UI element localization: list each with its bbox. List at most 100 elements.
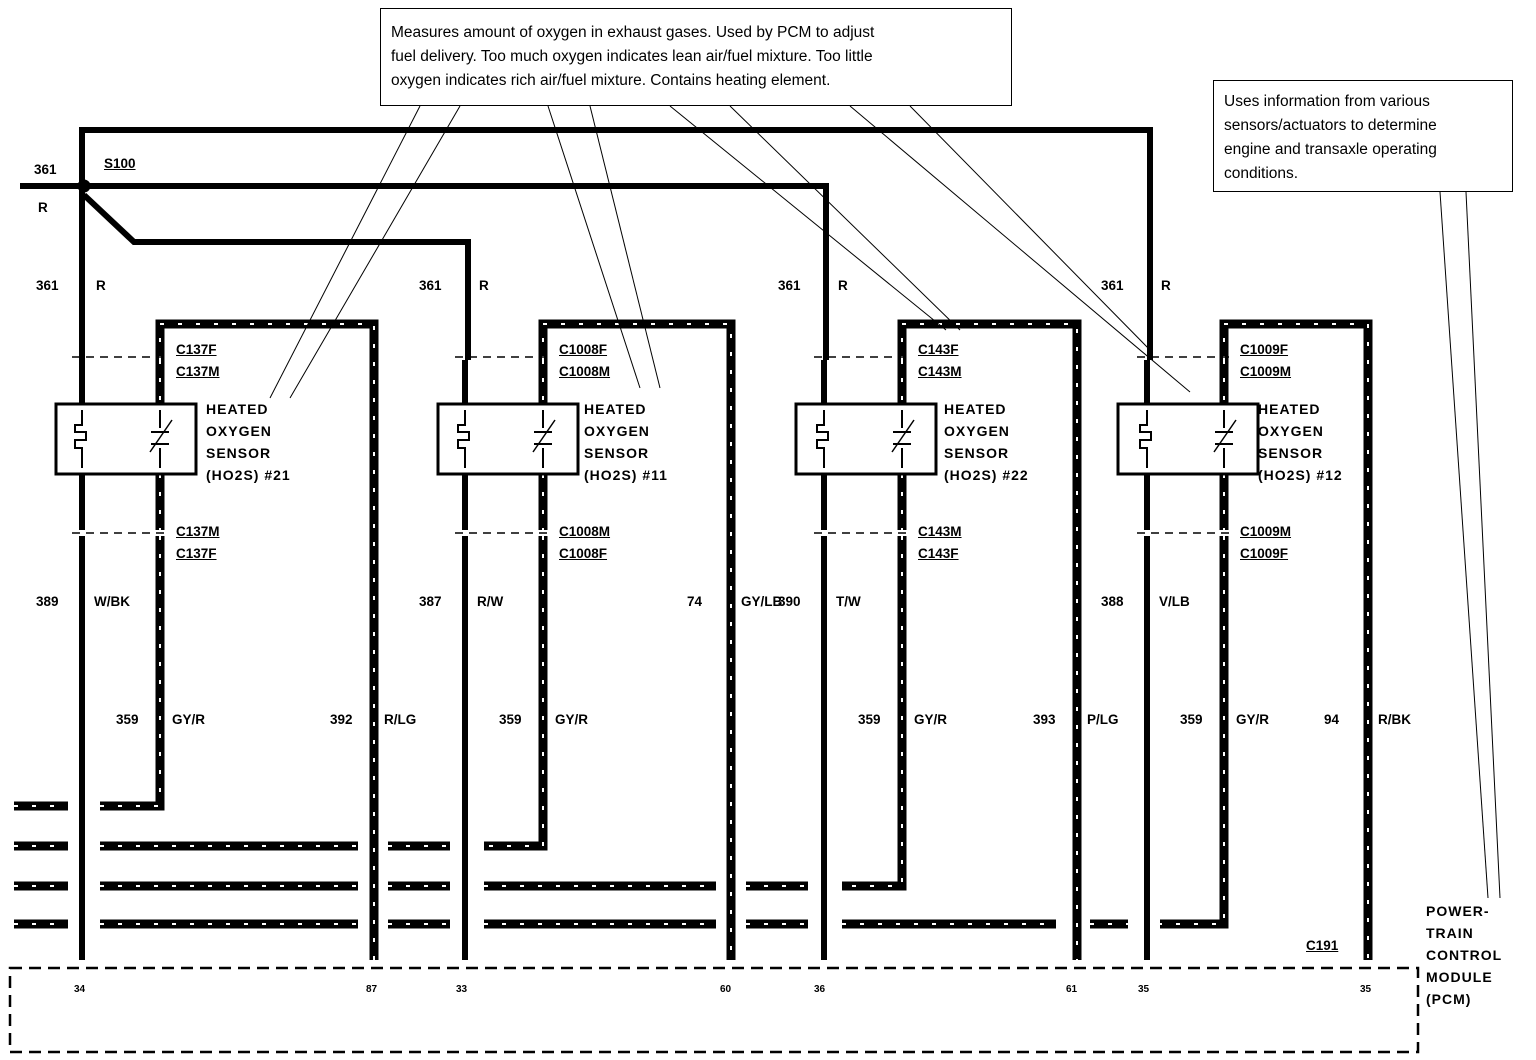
sensing-arrow-2 <box>891 419 915 453</box>
wire-gnd-0 <box>100 536 165 811</box>
gnd-color-0: GY/R <box>172 712 206 727</box>
connector-upper-m-1: C1008M <box>559 364 611 379</box>
wires <box>14 127 1373 960</box>
connector-lower-f-2: C143F <box>918 546 959 561</box>
sensing-arrow-0 <box>149 419 173 453</box>
connector-lower-m-3: C1009M <box>1240 524 1292 539</box>
callout-leader-2 <box>547 105 641 389</box>
ret-color-1: GY/LB <box>741 594 783 609</box>
heater-element-icon-0 <box>74 410 87 468</box>
gnd-color-1: GY/R <box>555 712 589 727</box>
connector-lower-f-0: C137F <box>176 546 217 561</box>
callout-leader-1 <box>289 105 461 399</box>
callout-leader-8 <box>1439 191 1489 899</box>
pcm-pin: 35 <box>1138 984 1150 995</box>
feed-circuit-3: 361 <box>1101 278 1124 293</box>
wire-return-2-stripe <box>901 323 1078 960</box>
sensor-name-line: OXYGEN <box>1258 423 1324 439</box>
connector-upper-m-2: C143M <box>918 364 962 379</box>
note-line: oxygen indicates rich air/fuel mixture. … <box>391 72 831 89</box>
sensor-name-1: HEATED OXYGEN SENSOR (HO2S) #11 <box>584 398 668 486</box>
gnd-circuit-1: 359 <box>499 712 522 727</box>
feed-circuit-2: 361 <box>778 278 801 293</box>
ret-circuit-3: 94 <box>1324 712 1340 727</box>
sensor-name-line: (HO2S) #21 <box>206 467 291 483</box>
pcm-description-note: Uses information from various sensors/ac… <box>1213 80 1513 192</box>
connector-lower-m-2: C143M <box>918 524 962 539</box>
wire-gnd-1 <box>484 536 548 851</box>
wire-feed-outer <box>79 127 1153 360</box>
wire-feed-middle <box>20 183 829 360</box>
pcm-pin: 35 <box>1360 984 1372 995</box>
sensor-name-line: (HO2S) #22 <box>944 467 1029 483</box>
sensor-symbols <box>54 402 1260 476</box>
callout-leaders <box>269 105 1501 899</box>
splice-dot <box>77 179 91 193</box>
ret-circuit-0: 392 <box>330 712 353 727</box>
pcm-pin: 34 <box>74 984 86 995</box>
wire-gnd-2 <box>842 536 907 891</box>
splice-color: R <box>38 200 48 215</box>
heater-element-icon-2 <box>816 410 829 468</box>
feed-circuit-1: 361 <box>419 278 442 293</box>
sig-color-0: W/BK <box>94 594 130 609</box>
connector-lower-m-0: C137M <box>176 524 220 539</box>
callout-leader-4 <box>669 105 947 331</box>
connector-lower-f-3: C1009F <box>1240 546 1289 561</box>
pcm-pin: 36 <box>814 984 826 995</box>
sensor-box-1 <box>436 402 580 476</box>
sig-circuit-2: 390 <box>778 594 801 609</box>
note-line: sensors/actuators to determine <box>1224 117 1437 134</box>
sensor-name-line: OXYGEN <box>944 423 1010 439</box>
sensor-name-line: OXYGEN <box>584 423 650 439</box>
wire-gnd-1-stripe <box>484 536 544 847</box>
sensor-name-line: HEATED <box>206 401 269 417</box>
sensor-name-line: SENSOR <box>206 445 272 461</box>
callout-leader-5 <box>729 105 961 331</box>
ret-color-3: R/BK <box>1378 712 1411 727</box>
feed-color-1: R <box>479 278 489 293</box>
feed-circuit-0: 361 <box>36 278 59 293</box>
pcm-pin: 61 <box>1066 984 1078 995</box>
heater-element-icon-3 <box>1139 410 1152 468</box>
connector-lower-m-1: C1008M <box>559 524 611 539</box>
sig-color-1: R/W <box>477 594 504 609</box>
gnd-circuit-0: 359 <box>116 712 139 727</box>
note-line: Uses information from various <box>1224 93 1430 110</box>
sensing-arrow-3 <box>1213 419 1237 453</box>
sensor-name-line: SENSOR <box>584 445 650 461</box>
callout-leader-6 <box>849 105 1191 393</box>
sig-color-2: T/W <box>836 594 861 609</box>
gnd-circuit-3: 359 <box>1180 712 1203 727</box>
gnd-color-2: GY/R <box>914 712 948 727</box>
sensor-name-line: SENSOR <box>1258 445 1324 461</box>
feed-color-2: R <box>838 278 848 293</box>
connector-upper-m-0: C137M <box>176 364 220 379</box>
sig-circuit-3: 388 <box>1101 594 1124 609</box>
heater-element-icon-1 <box>457 410 470 468</box>
note-line: conditions. <box>1224 165 1299 182</box>
sensor-name-line: HEATED <box>584 401 647 417</box>
callout-leader-3 <box>589 105 661 389</box>
callout-leader-9 <box>1465 191 1501 899</box>
ret-circuit-2: 393 <box>1033 712 1056 727</box>
gnd-circuit-2: 359 <box>858 712 881 727</box>
pcm-box <box>8 966 1420 1054</box>
sensor-name-line: (HO2S) #11 <box>584 467 668 483</box>
connector-lower-f-1: C1008F <box>559 546 608 561</box>
sensor-name-line: (HO2S) #12 <box>1258 467 1343 483</box>
callout-leader-0 <box>269 105 421 399</box>
pcm-pin: 87 <box>366 984 378 995</box>
wire-gnd-2-stripe <box>842 536 903 887</box>
sig-color-3: V/LB <box>1159 594 1190 609</box>
wire-return-1-stripe <box>542 323 732 960</box>
note-line: fuel delivery. Too much oxygen indicates… <box>391 48 873 65</box>
connector-upper-f-1: C1008F <box>559 342 608 357</box>
note-line: Measures amount of oxygen in exhaust gas… <box>391 24 875 41</box>
connector-upper-f-0: C137F <box>176 342 217 357</box>
hego-description-note: Measures amount of oxygen in exhaust gas… <box>380 8 1012 106</box>
